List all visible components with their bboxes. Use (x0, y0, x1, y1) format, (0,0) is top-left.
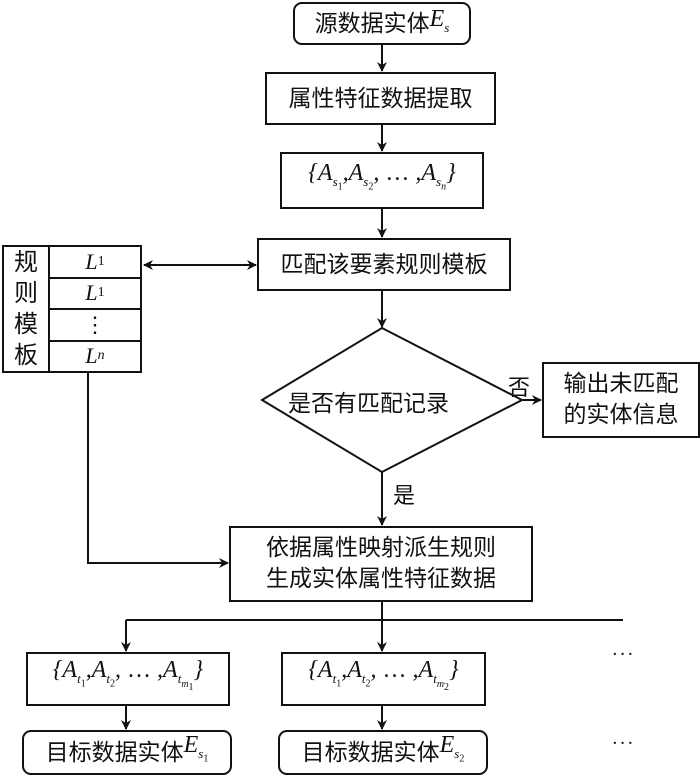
rule-template-title: 规 则 模 板 (4, 247, 50, 371)
unmatched-line2: 的实体信息 (563, 402, 679, 428)
decision-no-label: 否 (508, 376, 531, 401)
source-entity-symbol: E (429, 6, 445, 33)
unmatched-output-node: 输出未匹配 的实体信息 (542, 362, 700, 438)
match-step-label: 匹配该要素规则模板 (280, 251, 488, 278)
target1-attrs-set: {At1,At2, … ,Atm1} (52, 657, 204, 693)
derive-line2: 生成实体属性特征数据 (266, 566, 496, 592)
target1-attrs-node: {At1,At2, … ,Atm1} (26, 652, 230, 706)
target2-attrs-set: {At1,At2, … ,Atm2} (308, 657, 459, 693)
match-step-node: 匹配该要素规则模板 (257, 238, 511, 291)
target2-attrs-node: {At1,At2, … ,Atm2} (281, 652, 486, 706)
derive-step-node: 依据属性映射派生规则 生成实体属性特征数据 (229, 526, 533, 602)
source-attrs-set: {As1,As2, … ,Asn} (308, 160, 456, 193)
source-entity-sub: s (444, 19, 450, 35)
extract-step-label: 属性特征数据提取 (288, 85, 473, 112)
decision-label: 是否有匹配记录 (288, 391, 449, 417)
decision-yes-label: 是 (393, 484, 416, 509)
source-entity-label: 源数据实体 (314, 10, 430, 37)
unmatched-line1: 输出未匹配 (563, 371, 679, 397)
arrow-rule-to-derive (87, 373, 229, 568)
target1-entity-label: 目标数据实体 (45, 739, 184, 766)
rule-row: ⋮ (50, 310, 140, 342)
more-targets-indicator: ··· (612, 644, 636, 665)
more-entities-indicator: ··· (612, 733, 636, 754)
source-attrs-node: {As1,As2, … ,Asn} (280, 152, 484, 209)
derive-line1: 依据属性映射派生规则 (266, 535, 496, 561)
target2-entity-label: 目标数据实体 (301, 739, 440, 766)
extract-step-node: 属性特征数据提取 (265, 72, 496, 125)
